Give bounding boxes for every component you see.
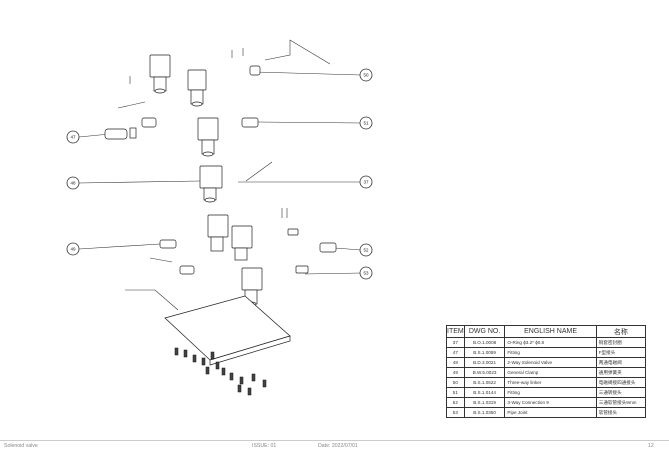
bom-item: 49 <box>446 367 465 378</box>
bom-dwg-no: B.D.3.0021 <box>463 357 506 368</box>
callout-51: 51 <box>359 116 373 130</box>
bom-item: 53 <box>446 407 465 418</box>
bom-english-name: Three-way linker <box>504 377 597 388</box>
bom-header-dwg-no: DWG NO. <box>463 325 506 338</box>
callout-53-label: 53 <box>363 271 369 276</box>
bom-english-name: General Clamp <box>504 367 597 378</box>
bom-dwg-no: B.S.1.0522 <box>463 377 506 388</box>
callout-37-label: 37 <box>363 180 369 185</box>
footer-divider <box>0 440 669 441</box>
callout-50: 50 <box>359 68 373 82</box>
bom-dwg-no: B.S.1.0350 <box>463 407 506 418</box>
bom-item: 50 <box>446 377 465 388</box>
valve-4 <box>199 165 223 203</box>
bom-header-item: ITEM <box>446 325 465 338</box>
footer-page-number: 12 <box>648 443 654 449</box>
callout-47-label: 47 <box>70 135 76 140</box>
bom-row: 37 B.O.1.0008 O-Ring ɸ3.2* ɸ0.8 铜套密封圈 <box>446 337 647 348</box>
bom-chinese-name: 软管接头 <box>595 407 647 418</box>
bom-dwg-no: B.S.1.0319 <box>463 397 506 408</box>
footer-title: Solenoid valve <box>4 443 38 449</box>
bom-english-name: 3-Way Connection 9 <box>504 397 597 408</box>
footer-date: Date: 2022/07/01 <box>318 443 358 449</box>
mounting-bracket <box>164 295 291 366</box>
bom-row: 47 B.S.1.0059 Fitting F型接头 <box>446 347 647 358</box>
callout-37: 37 <box>359 175 373 189</box>
bom-row: 49 B.W.5.0023 General Clamp 通用弹簧夹 <box>446 367 647 378</box>
callout-52-label: 52 <box>363 248 369 253</box>
fittings <box>104 39 337 311</box>
screws <box>174 347 267 396</box>
bom-header-row: ITEM DWG NO. ENGLISH NAME 名称 <box>446 325 647 338</box>
bom-chinese-name: 电磁阀接四通接头 <box>595 377 647 388</box>
valve-2 <box>187 69 207 107</box>
bom-dwg-no: B.S.1.0144 <box>463 387 506 398</box>
valve-6 <box>231 225 253 261</box>
bom-chinese-name: 铜套密封圈 <box>595 337 647 348</box>
bill-of-materials-table: ITEM DWG NO. ENGLISH NAME 名称 37 B.O.1.00… <box>446 325 647 418</box>
bom-row: 50 B.S.1.0522 Three-way linker 电磁阀接四通接头 <box>446 377 647 388</box>
footer-issue: ISSUE: 01 <box>252 443 277 449</box>
bom-english-name: Fitting <box>504 387 597 398</box>
bom-row: 53 B.S.1.0350 Pipe Joint 软管接头 <box>446 407 647 418</box>
bom-chinese-name: 三通软管接头9mm <box>595 397 647 408</box>
bom-english-name: 2-Way Solenoid Valve <box>504 357 597 368</box>
bom-row: 52 B.S.1.0319 3-Way Connection 9 三通软管接头9… <box>446 397 647 408</box>
bom-item: 51 <box>446 387 465 398</box>
page-footer: Solenoid valve ISSUE: 01 Date: 2022/07/0… <box>0 441 669 455</box>
bom-row: 51 B.S.1.0144 Fitting 三通转接头 <box>446 387 647 398</box>
callout-49-label: 49 <box>70 247 76 252</box>
callout-49: 49 <box>66 242 80 256</box>
bom-item: 52 <box>446 397 465 408</box>
valve-1 <box>149 54 171 94</box>
bom-chinese-name: 两通电磁阀 <box>595 357 647 368</box>
exploded-assembly-drawing: 47 48 49 50 51 37 52 53 <box>66 39 373 396</box>
bom-english-name: O-Ring ɸ3.2* ɸ0.8 <box>504 337 597 348</box>
bom-item: 37 <box>446 337 465 348</box>
bom-english-name: Pipe Joint <box>504 407 597 418</box>
callout-52: 52 <box>359 243 373 257</box>
valve-3 <box>197 117 219 157</box>
callout-47: 47 <box>66 130 80 144</box>
bom-dwg-no: B.S.1.0059 <box>463 347 506 358</box>
bom-english-name: Fitting <box>504 347 597 358</box>
bom-header-chinese-name: 名称 <box>595 325 647 338</box>
bom-item: 47 <box>446 347 465 358</box>
leader-lines <box>78 71 362 275</box>
callout-51-label: 51 <box>363 121 369 126</box>
callout-48-label: 48 <box>70 181 76 186</box>
solenoid-valves <box>149 54 263 307</box>
bom-dwg-no: B.O.1.0008 <box>463 337 506 348</box>
bom-chinese-name: F型接头 <box>595 347 647 358</box>
valve-5 <box>207 214 229 252</box>
callout-53: 53 <box>359 266 373 280</box>
bom-row: 48 B.D.3.0021 2-Way Solenoid Valve 两通电磁阀 <box>446 357 647 368</box>
callout-48: 48 <box>66 176 80 190</box>
bom-chinese-name: 三通转接头 <box>595 387 647 398</box>
bom-item: 48 <box>446 357 465 368</box>
bom-dwg-no: B.W.5.0023 <box>463 367 506 378</box>
callout-50-label: 50 <box>363 73 369 78</box>
bom-header-english-name: ENGLISH NAME <box>504 325 597 338</box>
bom-chinese-name: 通用弹簧夹 <box>595 367 647 378</box>
